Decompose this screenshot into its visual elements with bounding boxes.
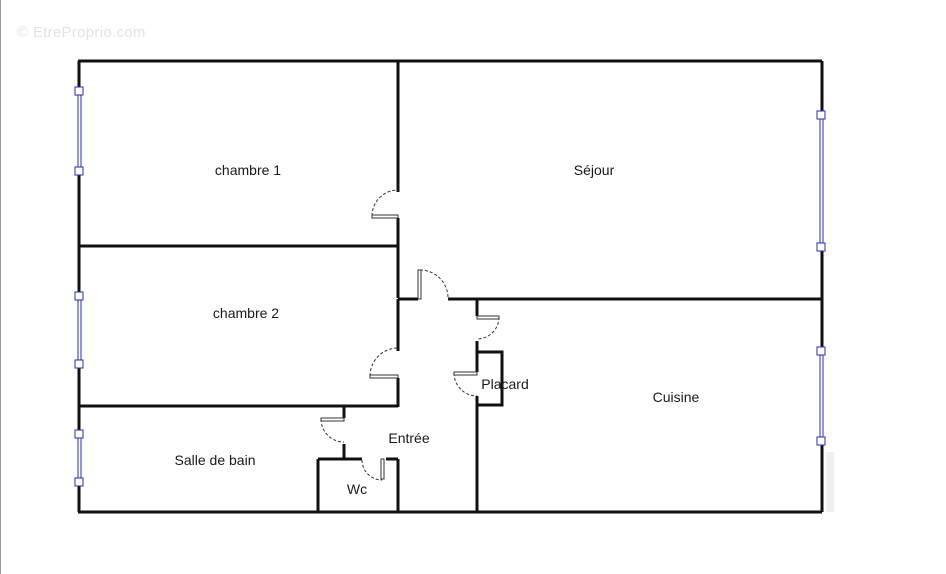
watermark: © EtreProprio.com (17, 24, 146, 41)
window-left-middle (77, 296, 82, 364)
room-label-cuisine: Cuisine (652, 389, 700, 405)
door-sejour (417, 269, 449, 300)
door-wc (361, 458, 385, 481)
door-cuisine (476, 315, 500, 340)
room-label-placard: Placard (481, 376, 529, 392)
window-markers (74, 86, 826, 487)
window-left-top (77, 91, 82, 171)
room-label-sejour: Séjour (573, 162, 615, 178)
room-label-entree: Entrée (388, 430, 430, 446)
corner-logo-fragment (826, 452, 834, 512)
room-label-chambre-2: chambre 2 (212, 305, 280, 321)
door-chambre2 (369, 347, 399, 379)
door-chambre1 (371, 189, 399, 219)
window-right-top (819, 115, 824, 247)
page-edge-line (0, 0, 1, 574)
doors (320, 189, 500, 481)
windows (77, 91, 824, 482)
walls (77, 59, 824, 514)
door-salle-de-bain (320, 417, 345, 443)
room-label-chambre-1: chambre 1 (214, 162, 282, 178)
room-label-salle-de-bain: Salle de bain (174, 452, 256, 468)
door-placard (453, 371, 478, 397)
window-left-bottom (77, 434, 82, 482)
placard-cupboard (478, 350, 504, 407)
window-right-bottom (819, 351, 824, 441)
room-label-wc: Wc (346, 481, 368, 497)
